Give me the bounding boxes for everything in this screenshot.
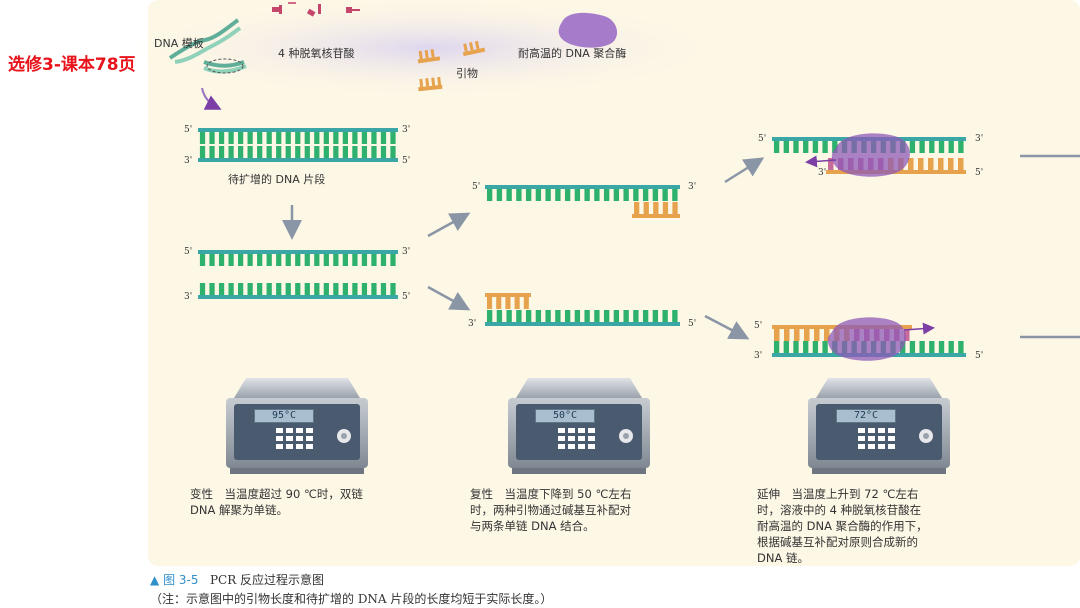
target-top-5-end: 5' xyxy=(184,125,192,135)
extension-top-3-end: 3' xyxy=(975,134,983,144)
step-extend-text: 延伸 当温度上升到 72 ℃左右 时，溶液中的 4 种脱氧核苷酸在 耐高温的 D… xyxy=(757,486,997,566)
step-anneal-line-3: 与两条单链 DNA 结合。 xyxy=(470,519,595,533)
extension-top-direction-arrow xyxy=(805,155,837,168)
annealed-top-primer xyxy=(632,202,680,218)
denatured-bottom-strand xyxy=(198,283,398,299)
legend-nucleotides-label: 4 种脱氧核苷酸 xyxy=(278,47,355,60)
step-extend-line-5: DNA 链。 xyxy=(757,551,809,565)
legend-polymerase-label: 耐高温的 DNA 聚合酶 xyxy=(518,47,627,60)
figure-caption: ▲ 图 3-5 PCR 反应过程示意图 xyxy=(150,571,324,588)
target-dna-top-strand xyxy=(198,128,398,144)
flow-arrows xyxy=(282,154,1080,340)
step-denature-text: 变性 当温度超过 90 ℃时，双链 DNA 解聚为单链。 xyxy=(190,486,430,518)
legend-template-label: DNA 模板 xyxy=(154,37,204,50)
step-anneal-line-2: 时，两种引物通过碱基互补配对 xyxy=(470,503,631,517)
figure-note: （注：示意图中的引物长度和待扩增的 DNA 片段的长度均短于实际长度。） xyxy=(150,592,553,606)
nucleotides-icon xyxy=(272,2,360,17)
denatured-bottom-5-end: 5' xyxy=(402,292,410,302)
target-top-3-end: 3' xyxy=(402,125,410,135)
annealed-top-3-end: 3' xyxy=(688,182,696,192)
annealed-bottom-5-end: 5' xyxy=(688,319,696,329)
extension-top-new-5-end: 5' xyxy=(975,168,983,178)
denatured-top-strand xyxy=(198,250,398,266)
polymerase-icon xyxy=(558,12,618,48)
annealed-top-strand xyxy=(485,185,680,201)
step-denature-line-1: 变性 当温度超过 90 ℃时，双链 xyxy=(190,487,363,501)
dna-template-icon xyxy=(168,18,247,110)
machine-2-display: 50°C xyxy=(535,409,595,423)
extension-bottom-new-5-end: 5' xyxy=(754,321,762,331)
target-dna-label: 待扩增的 DNA 片段 xyxy=(228,173,326,186)
pcr-machine-1 xyxy=(226,378,368,474)
annealed-bottom-strand xyxy=(485,310,680,326)
step-extend-line-2: 时，溶液中的 4 种脱氧核苷酸在 xyxy=(757,503,922,517)
step-anneal-line-1: 复性 当温度下降到 50 ℃左右 xyxy=(470,487,632,501)
denatured-top-3-end: 3' xyxy=(402,247,410,257)
extension-bottom-polymerase xyxy=(827,317,906,361)
machine-3-display: 72°C xyxy=(836,409,896,423)
extension-top-new-3-end: 3' xyxy=(818,168,826,178)
annealed-bottom-3-end: 3' xyxy=(468,319,476,329)
step-extend-line-4: 根据碱基互补配对原则合成新的 xyxy=(757,535,918,549)
annealed-top-5-end: 5' xyxy=(472,182,480,192)
legend-primer-label: 引物 xyxy=(456,67,478,80)
step-extend-line-3: 耐高温的 DNA 聚合酶的作用下， xyxy=(757,519,928,533)
legend-haze xyxy=(130,0,730,98)
target-bottom-5-end: 5' xyxy=(402,156,410,166)
pcr-machine-3 xyxy=(808,378,950,474)
side-note: 选修3-课本78页 xyxy=(8,55,136,75)
denatured-top-5-end: 5' xyxy=(184,247,192,257)
extension-bottom-5-end: 5' xyxy=(975,351,983,361)
caption-marker: ▲ xyxy=(150,573,160,587)
target-bottom-3-end: 3' xyxy=(184,156,192,166)
step-anneal-text: 复性 当温度下降到 50 ℃左右 时，两种引物通过碱基互补配对 与两条单链 DN… xyxy=(470,486,710,534)
annealed-bottom-primer xyxy=(485,293,531,309)
extension-top-5-end: 5' xyxy=(758,134,766,144)
step-denature-line-2: DNA 解聚为单链。 xyxy=(190,503,288,517)
denatured-bottom-3-end: 3' xyxy=(184,292,192,302)
extension-bottom-direction-arrow xyxy=(903,322,935,335)
extension-top-polymerase xyxy=(831,133,910,177)
pcr-machine-2 xyxy=(508,378,650,474)
step-extend-line-1: 延伸 当温度上升到 72 ℃左右 xyxy=(757,487,919,501)
primer-icon xyxy=(417,40,486,92)
target-dna-bottom-strand xyxy=(198,146,398,162)
caption-title: PCR 反应过程示意图 xyxy=(209,573,325,587)
caption-figure-number: 图 3-5 xyxy=(163,573,199,587)
machine-1-display: 95°C xyxy=(254,409,314,423)
extension-bottom-3-end: 3' xyxy=(754,351,762,361)
